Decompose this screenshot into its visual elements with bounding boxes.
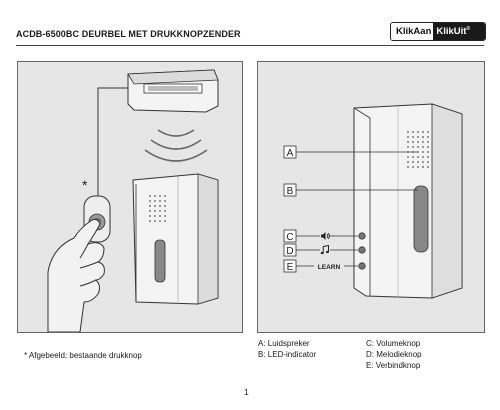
logo-part-2-text: KlikUit	[436, 26, 467, 38]
label-box-c: C	[283, 229, 297, 243]
label-box-b: B	[283, 183, 297, 197]
legend-item-a: A: Luidspreker	[258, 339, 310, 348]
music-note-icon	[320, 244, 330, 255]
led-indicator	[413, 185, 429, 253]
legend-item-e: E: Verbindknop	[366, 361, 421, 370]
registered-mark: ®	[466, 26, 471, 32]
learn-button	[358, 262, 366, 270]
legend-item-d: D: Melodieknop	[366, 350, 422, 359]
label-box-a: A	[283, 145, 297, 159]
learn-text: LEARN	[318, 264, 341, 271]
page-number: 1	[244, 387, 249, 397]
header-rule	[16, 45, 484, 46]
legend-column-2: C: Volumeknop D: Melodieknop E: Verbindk…	[366, 338, 422, 371]
melody-button	[358, 246, 366, 254]
legend-item-c: C: Volumeknop	[366, 339, 421, 348]
illustration-doorbell-parts: A B C D E	[257, 61, 485, 333]
doorbell-parts-illustration: A B C D E	[283, 103, 463, 299]
label-a: A	[287, 148, 294, 159]
legend-item-b: B: LED-indicator	[258, 350, 317, 359]
document-title: ACDB-6500BC DEURBEL MET DRUKKNOPZENDER	[16, 29, 241, 39]
footnote: * Afgebeeld: bestaande drukknop	[24, 351, 142, 360]
logo-part-1: KlikAan	[391, 23, 434, 40]
signal-waves	[144, 129, 208, 162]
brand-logo: KlikAan KlikUit®	[390, 22, 486, 41]
volume-button	[358, 232, 366, 240]
logo-part-2: KlikUit®	[433, 23, 485, 40]
speaker-grille-a	[407, 131, 429, 168]
label-box-d: D	[283, 243, 297, 257]
label-c: C	[286, 232, 293, 243]
doorbell-unit	[353, 103, 463, 299]
chime-unit	[132, 173, 219, 305]
legend-column-1: A: Luidspreker B: LED-indicator	[258, 338, 316, 360]
pushbutton-illustration: *	[47, 69, 219, 332]
label-e: E	[287, 262, 294, 273]
illustration-existing-pushbutton: *	[17, 61, 243, 333]
label-box-e: E	[283, 259, 297, 273]
transformer-box	[127, 69, 219, 113]
speaker-grille	[149, 195, 166, 222]
label-b: B	[287, 186, 294, 197]
speaker-icon	[320, 231, 330, 241]
asterisk-marker: *	[82, 177, 88, 193]
label-d: D	[286, 246, 293, 257]
hand-illustration	[47, 219, 105, 332]
